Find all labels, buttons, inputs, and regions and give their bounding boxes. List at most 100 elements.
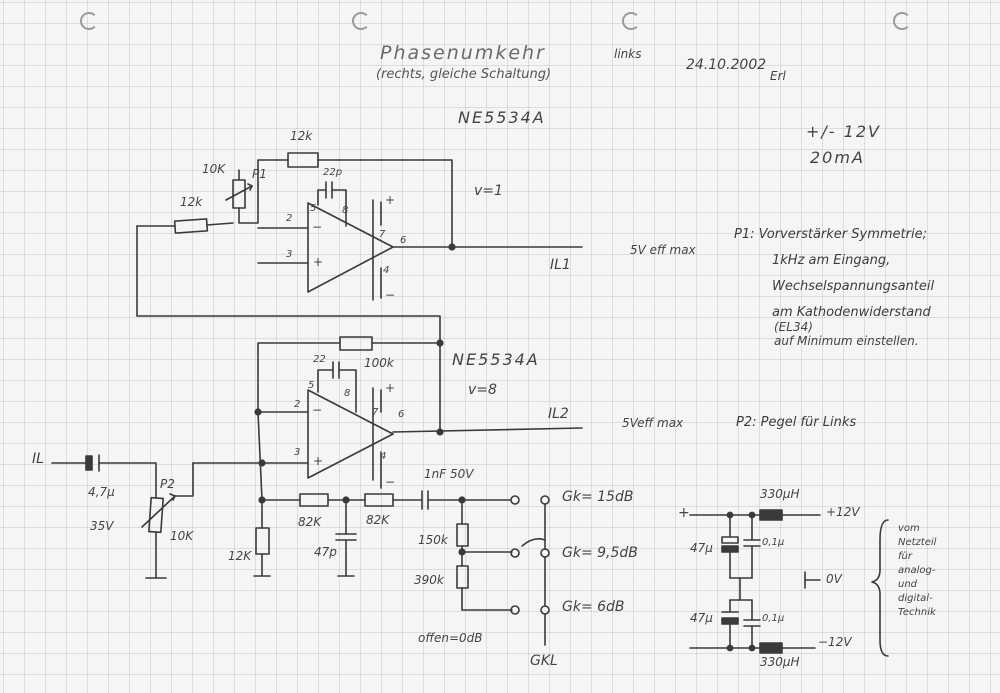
opamp-bottom-pin3: 3	[294, 447, 301, 458]
gk-9-5db-label: Gk= 9,5dB	[562, 545, 638, 561]
opamp-bottom-out-level: 5Veff max	[622, 416, 684, 430]
resistor-bottom-feedback-label: 100k	[364, 356, 394, 370]
gk-6db-label: Gk= 6dB	[562, 599, 625, 615]
inductor-bottom-label: 330µH	[760, 655, 800, 669]
p1-note-line: auf Minimum einstellen.	[774, 334, 919, 348]
p1-adjustment-note: P1: Vorverstärker Symmetrie; 1kHz am Ein…	[734, 228, 934, 347]
filter-network-wiring	[258, 490, 550, 646]
opamp-top-pin2: 2	[286, 213, 293, 224]
output-il2: IL2	[548, 406, 569, 422]
opamp-top-vplus: +	[385, 193, 396, 207]
input-cap-label: 4,7µ	[88, 485, 115, 499]
film-bottom-label: 0,1µ	[762, 613, 785, 624]
input-label: IL	[32, 451, 44, 467]
opamp-bottom-pin2: 2	[294, 399, 301, 410]
resistor-390k	[456, 565, 469, 589]
power-note-line: digital-	[898, 593, 933, 604]
opamp-bottom-type: NE5534A	[452, 350, 540, 369]
opamp-top-gain: v=1	[474, 183, 503, 199]
signature: Erl	[770, 69, 786, 83]
p1-note-line: 1kHz am Eingang,	[772, 253, 891, 268]
opamp-top-type: NE5534A	[458, 108, 546, 127]
power-minus-12v: −12V	[818, 635, 852, 649]
opamp-bottom-vminus: −	[385, 475, 396, 489]
supply-voltage: +/- 12V	[806, 122, 881, 141]
power-plus-12v: +12V	[826, 505, 860, 519]
pot-p1-label: P1	[252, 167, 267, 181]
resistor-ground-12k-label: 12K	[228, 549, 252, 563]
title: Phasenumkehr	[380, 42, 546, 64]
elko-top	[721, 536, 739, 544]
opamp-bottom-minus: −	[312, 403, 323, 417]
opamp-bottom-plus: +	[313, 454, 324, 468]
cap-47p-label: 47p	[314, 545, 337, 559]
resistor-top-feedback	[287, 152, 319, 168]
opamp-bottom-pin8: 8	[344, 388, 351, 399]
opamp-bottom-pin7: 7	[372, 407, 379, 418]
power-note-line: analog-	[898, 565, 936, 576]
power-note-line: Netzteil	[898, 537, 937, 548]
power-source-note: vom Netzteil für analog- und digital- Te…	[898, 524, 936, 622]
pot-p2-label: P2	[160, 477, 175, 491]
resistor-82k-1-label: 82K	[298, 515, 322, 529]
inductor-top	[759, 509, 783, 521]
opamp-top-wiring	[136, 152, 583, 341]
cap-1nf-label: 1nF 50V	[424, 467, 474, 481]
cap-bottom-comp-label: 22	[313, 354, 326, 365]
opamp-bottom-wiring	[192, 336, 583, 577]
power-note-line: und	[898, 579, 918, 590]
punch-hole-center-right	[622, 12, 640, 30]
output-il1: IL1	[550, 257, 571, 273]
pot-p2	[148, 496, 164, 534]
inductor-top-label: 330µH	[760, 487, 800, 501]
open-label: offen=0dB	[418, 631, 483, 645]
resistor-82k-2-label: 82K	[366, 513, 390, 527]
opamp-top-pin5: 5	[310, 203, 317, 214]
power-note-line: Technik	[898, 607, 936, 618]
resistor-top-input-label: 12k	[180, 195, 203, 209]
opamp-top-vminus: −	[385, 288, 396, 302]
resistor-ground-12k	[255, 527, 270, 555]
opamp-top-pin6: 6	[400, 235, 407, 246]
elko-top-label: 47µ	[690, 541, 713, 555]
pot-p1	[232, 179, 246, 209]
resistor-82k-1	[299, 493, 329, 507]
power-ground-label: 0V	[826, 572, 842, 586]
cap-top-comp-label: 22p	[323, 167, 343, 178]
opamp-top-pin3: 3	[286, 249, 293, 260]
resistor-82k-2	[364, 493, 394, 507]
resistor-150k	[456, 523, 469, 547]
pot-p2-value: 10K	[170, 529, 194, 543]
opamp-bottom-pin4: 4	[380, 451, 387, 462]
opamp-bottom-symbol	[307, 389, 394, 479]
power-filter-wiring	[689, 509, 889, 657]
punch-hole-right	[893, 12, 911, 30]
resistor-top-feedback-label: 12k	[290, 129, 313, 143]
gk-15db-label: Gk= 15dB	[562, 489, 634, 505]
opamp-top-minus: −	[312, 220, 323, 234]
film-top-label: 0,1µ	[762, 537, 785, 548]
opamp-bottom-vplus: +	[385, 381, 396, 395]
opamp-top-out-level: 5V eff max	[630, 243, 696, 257]
opamp-top-symbol	[307, 202, 394, 293]
p1-note-line: am Kathodenwiderstand	[772, 305, 931, 320]
elko-bottom-label: 47µ	[690, 611, 713, 625]
opamp-top-plus: +	[313, 255, 324, 269]
opamp-bottom-pin5: 5	[308, 380, 315, 391]
input-wiring	[51, 454, 194, 579]
pot-p1-value: 10K	[202, 162, 226, 176]
resistor-150k-label: 150k	[418, 533, 448, 547]
power-plus-in: +	[678, 505, 690, 521]
p1-note-line: (EL34)	[774, 320, 813, 334]
opamp-bottom-gain: v=8	[468, 382, 497, 398]
opamp-bottom-pin6: 6	[398, 409, 405, 420]
punch-hole-left	[80, 12, 98, 30]
switch-label: GKL	[530, 653, 558, 669]
supply-current: 20mA	[810, 148, 865, 167]
title-suffix: links	[614, 47, 642, 61]
power-note-line: vom	[898, 523, 920, 534]
inductor-bottom	[759, 642, 783, 654]
opamp-top-pin7: 7	[379, 229, 386, 240]
resistor-bottom-feedback	[339, 336, 373, 351]
